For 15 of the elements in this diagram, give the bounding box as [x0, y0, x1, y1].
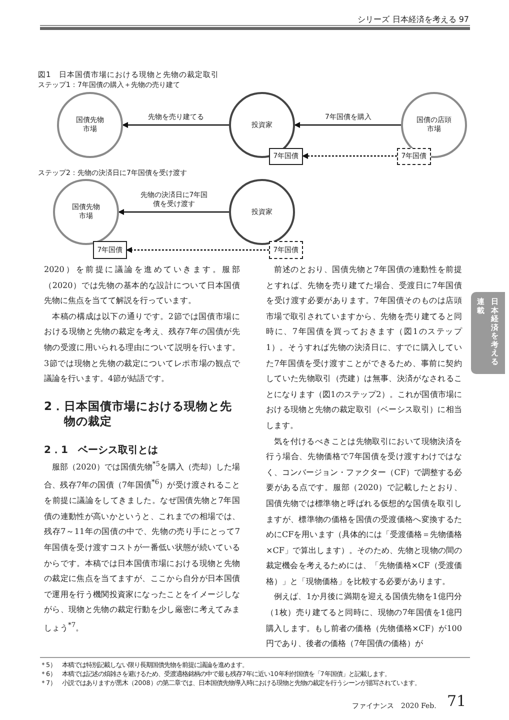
paragraph: 2020）を前提に議論を進めていきます。服部（2020）では先物の基本的な設計について日本国債先物に焦点を当てて解説を行っています。 — [44, 264, 240, 308]
section-heading: 2．日本国債市場における現物と先物の裁定 — [44, 398, 234, 429]
paragraph: 前述のとおり、国債先物と7年国債の連動性を前提とすれば、先物を売り建てた場合、受渡日に7年国債を受け渡す必要があります。7年国債そのものは店頭市場で取引されていますから、先物を売り建てると同時に、7年国債を買っておきます（図1のステップ1）。そうすれば先物の決済日に、すでに購入していた7年国債を受け渡すことができるため、事前に契約していた先物取引（売建）は無事、決済がなされることになります（図1のステップ2）。これが国債市場における現物と先物の裁定取引（ベーシス取引）に相当します。 — [266, 264, 462, 432]
paragraph: 気を付けるべきことは先物取引において現物決済を行う場合、先物価格で7年国債を受け渡すわけではなく、コンバージョン・ファクター（CF）で調整する必要がある点です。服部（2020）で記載したとおり、国債先物では標準物と呼ばれる仮想的な国債を取引しますが、標準物の価格を国債の受渡価格へ変換するためにCFを用います（具体的には「受渡価格＝先物価格×CF」で算出します）。そのため、先物と現物の間の裁定機会を考えるためには、「先物価格×CF（受渡価格）」と「現物価格」を比較する必要があります。 — [266, 436, 462, 588]
paragraph: 本稿の構成は以下の通りです。2節では国債市場における現物と先物の裁定を考え、残存7年の国債が先物の受渡に用いられる理由について説明を行います。3節では現物と先物の裁定についてレポ市場の観点で議論を行います。4節が結語です。 — [44, 310, 240, 386]
arrow — [294, 122, 401, 128]
dashed-arrow — [302, 153, 397, 159]
arrow — [118, 209, 229, 215]
subsection-heading: 2．1 ベーシス取引とは — [44, 444, 158, 457]
paragraph: 例えば、1か月後に満期を迎える国債先物を1億円分（1枚）売り建てると同時に、現物の7年国債を1億円購入します。もし前者の価格（先物価格×CF）が100円であり、後者の価格（7年国債の価格）が — [266, 591, 462, 650]
arrow — [122, 122, 229, 128]
running-header: シリーズ 日本経済を考える 97 — [358, 14, 469, 25]
page-number: 71 — [447, 692, 466, 710]
dashed-arrow — [126, 247, 269, 253]
paragraph: 服部（2020）では国債先物$^{*5}$を購入（売却）した場合、残存7年の国債（7年国債$^{*6}$）が受け渡されることを前提に議論をしてきました。なぜ国債先物と7年国債の連動性が高いかというと、これまでの相場では、残存7～11年の国債の中で、先物の売り手にとって7年国債を受け渡すコストが一番低い状態が続いているからです。本稿では日本国債市場における現物と先物の裁定に焦点を当てますが、ここから自分が日本国債で運用を行う機関投資家になったことをイメージしながら、現物と先物の裁定行動を少し厳密に考えてみましょう$^{*7}$。 — [44, 458, 240, 635]
